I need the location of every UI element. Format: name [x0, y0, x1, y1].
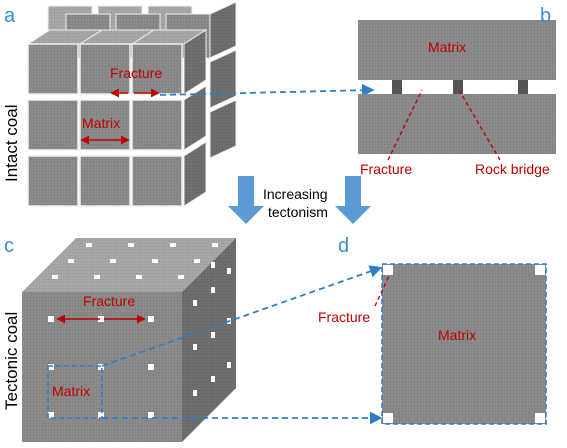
panel-c-fracture-label: Fracture	[83, 293, 135, 309]
panel-d-matrix	[382, 264, 546, 424]
panel-b-rock-bridge-3	[518, 80, 528, 94]
increasing-label: Increasing	[263, 186, 328, 202]
panel-b-rock-bridge-1	[392, 80, 402, 94]
side-label-intact-coal: Intact coal	[2, 105, 21, 183]
panel-b-fracture-model: Matrix Fracture Rock bridge	[358, 20, 556, 177]
panel-d-outline	[381, 263, 547, 425]
panel-a-cube-stack: Fracture Matrix	[26, 1, 237, 207]
panel-b-fracture-label: Fracture	[360, 161, 412, 177]
panel-d-fracture-label: Fracture	[318, 309, 370, 325]
panel-a-fracture-label: Fracture	[110, 65, 162, 81]
panel-d-pore-tl	[383, 265, 393, 275]
panel-c-matrix-label: Matrix	[52, 383, 90, 399]
panel-d-pore-bl	[383, 413, 393, 423]
panel-d-fracture-leader	[374, 275, 390, 307]
side-label-tectonic-coal: Tectonic coal	[2, 312, 21, 410]
connector-c-to-d-top	[101, 265, 383, 367]
panel-c-cube: Fracture Matrix	[22, 238, 236, 442]
connector-a-to-b	[159, 83, 375, 97]
panel-c-front-pores	[48, 316, 154, 418]
panel-letter-d: d	[338, 235, 349, 257]
panel-c-top-pores	[52, 243, 218, 279]
panel-b-matrix-label: Matrix	[428, 39, 466, 55]
panel-d-pore-br	[535, 413, 545, 423]
panel-b-rock-bridge-2	[453, 80, 463, 94]
panel-d-pore-tr	[535, 265, 545, 275]
panel-c-matrix-box	[47, 365, 103, 419]
down-arrow-right	[335, 176, 371, 224]
tectonism-label: tectonism	[268, 204, 328, 220]
panel-letter-c: c	[4, 235, 14, 257]
panel-letter-a: a	[4, 5, 16, 27]
panel-b-upper-matrix	[358, 20, 556, 80]
panel-a-matrix-label: Matrix	[82, 115, 120, 131]
panel-b-lower-matrix	[358, 94, 556, 154]
panel-d-matrix-block: Fracture Matrix	[318, 263, 547, 425]
panel-d-matrix-label: Matrix	[438, 327, 476, 343]
panel-b-rock-bridge-label: Rock bridge	[475, 161, 550, 177]
tectonism-arrows: Increasing tectonism	[228, 176, 371, 224]
panel-b-fracture-leader	[387, 89, 423, 161]
down-arrow-left	[228, 176, 264, 224]
panel-letter-b: b	[540, 5, 551, 27]
cube-top-faces	[26, 29, 208, 45]
